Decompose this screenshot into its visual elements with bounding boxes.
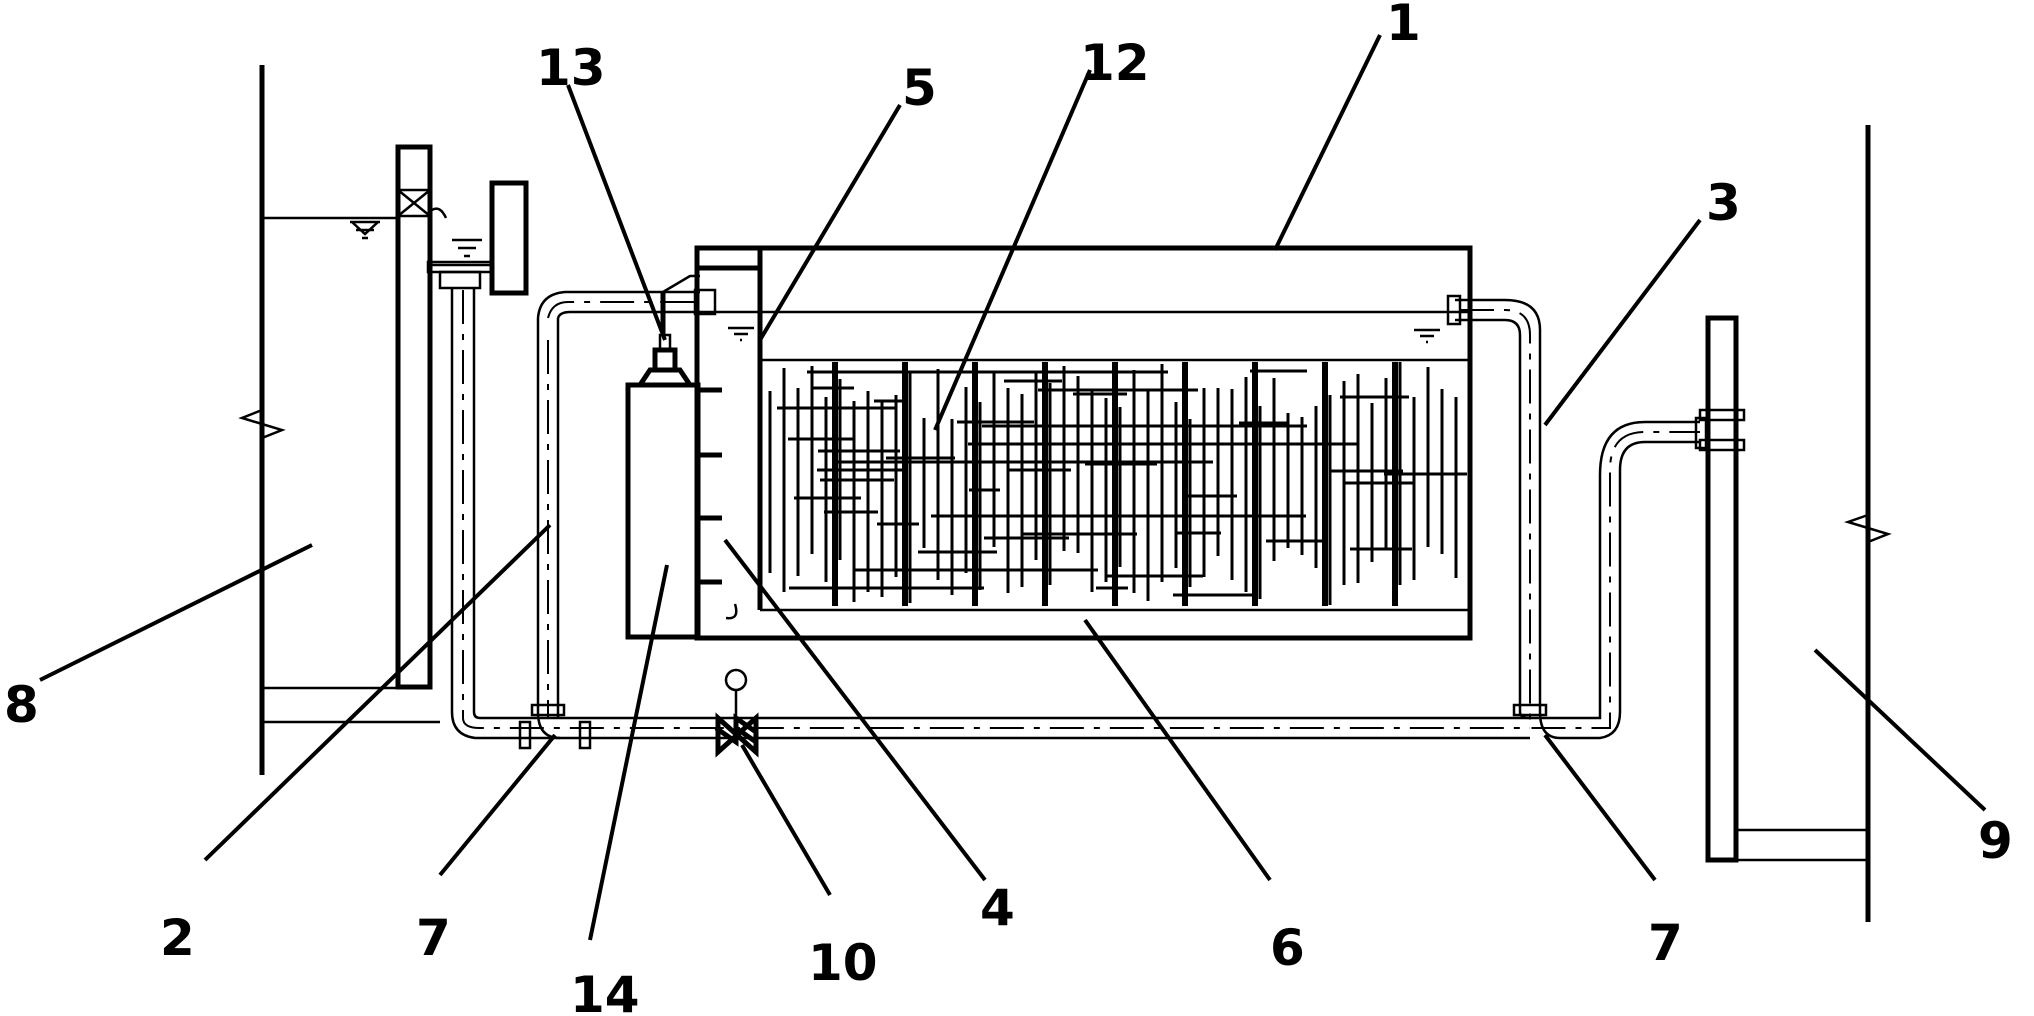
- left-reservoir: [238, 65, 440, 775]
- label-13: 13: [536, 39, 606, 97]
- label-4: 4: [980, 879, 1015, 937]
- label-14: 14: [570, 966, 640, 1016]
- label-5: 5: [902, 59, 937, 117]
- label-10: 10: [808, 934, 878, 992]
- label-7b: 7: [1648, 914, 1683, 972]
- filter-grid: [768, 362, 1467, 606]
- vessel: [625, 274, 701, 640]
- valve: [714, 668, 759, 758]
- label-3: 3: [1706, 174, 1741, 232]
- label-2: 2: [160, 909, 195, 967]
- right-reservoir: [1698, 125, 1892, 922]
- label-9: 9: [1978, 812, 2013, 870]
- label-6: 6: [1270, 919, 1305, 977]
- label-12: 12: [1080, 34, 1150, 92]
- label-1: 1: [1386, 0, 1421, 52]
- label-7a: 7: [416, 909, 451, 967]
- inlet-tower: [395, 144, 529, 690]
- labels: 1 2 3 4 5 6 7 7 8 9 10 12 13 14: [4, 0, 2013, 1016]
- inlet-pipe: [450, 288, 1530, 750]
- leader-lines: [39, 34, 1987, 941]
- label-8: 8: [4, 676, 39, 734]
- outlet-pipe: [1446, 294, 1708, 740]
